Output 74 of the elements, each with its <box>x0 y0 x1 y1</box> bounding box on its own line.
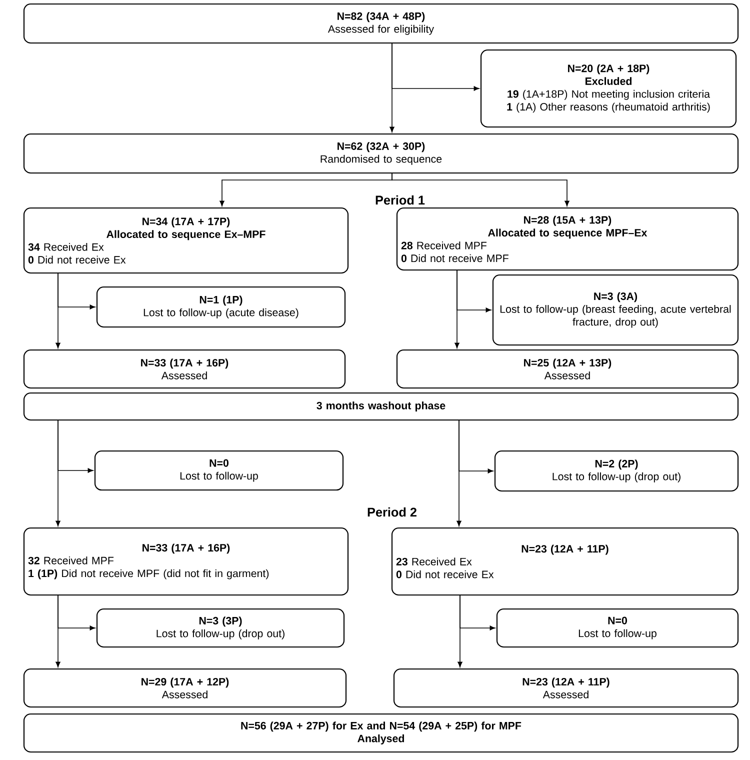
box-heading: N=2 (2P) <box>595 460 638 470</box>
arrow <box>56 595 60 668</box>
box-heading: N=1 (1P) <box>200 296 242 306</box>
box-text: Lost to follow-up (acute disease) <box>144 308 298 318</box>
flow-box <box>94 450 344 491</box>
box-heading: N=3 (3P) <box>199 616 242 627</box>
flow-box <box>23 713 739 753</box>
box-text: 1 (1A) Other reasons (rheumatoid arthritis) <box>507 102 710 113</box>
box-heading: N=33 (17A + 16P) <box>141 358 228 369</box>
box-heading: Excluded <box>586 77 632 85</box>
box-text: Assessed <box>161 371 207 380</box>
box-text: 0 Did not receive MPF <box>401 254 508 262</box>
flow-box <box>396 349 739 389</box>
arrow <box>456 420 462 526</box>
box-heading: N=29 (17A + 12P) <box>142 678 229 688</box>
flow-box <box>480 49 737 128</box>
arrow <box>458 595 462 668</box>
box-text: Lost to follow-up <box>180 472 258 482</box>
box-text: 19 (1A+18P) Not meeting inclusion criteria <box>508 90 710 100</box>
flow-box <box>494 450 739 492</box>
flow-box <box>23 349 346 389</box>
flow-box <box>23 133 739 174</box>
arrow <box>390 43 394 132</box>
box-text: Assessed <box>542 690 588 698</box>
arrow <box>392 173 570 206</box>
box-heading: N=20 (2A + 18P) <box>568 64 650 74</box>
arrow <box>56 273 60 348</box>
box-text: Lost to follow-up (drop out) <box>156 629 284 640</box>
flow-box <box>396 207 739 271</box>
box-text: Lost to follow-up (drop out) <box>552 472 680 482</box>
box-heading: N=56 (29A + 27P) for Ex and N=54 (29A + 25P) for MPF <box>241 722 522 732</box>
period-label: Period 2 <box>368 507 416 517</box>
flow-box <box>23 527 349 596</box>
flow-box <box>393 668 739 708</box>
flow-box <box>96 608 345 648</box>
box-text: 34 Received Ex <box>28 242 104 251</box>
flow-box <box>492 274 739 346</box>
box-text: 28 Received MPF <box>401 241 487 250</box>
box-heading: N=82 (34A + 48P) <box>338 12 425 22</box>
box-heading: Analysed <box>358 734 404 744</box>
box-text: Assessed <box>544 371 590 380</box>
box-heading: N=0 <box>210 459 228 467</box>
box-heading: N=25 (12A + 13P) <box>524 358 612 369</box>
box-heading: N=3 (3A) <box>594 292 638 302</box>
flow-box <box>391 527 739 596</box>
box-text: 23 Received Ex <box>396 558 472 566</box>
box-heading: N=34 (17A + 17P) <box>142 217 230 228</box>
box-heading: Allocated to sequence MPF–Ex <box>488 228 648 239</box>
box-text: Randomised to sequence <box>320 154 442 165</box>
box-heading: N=28 (15A + 13P) <box>524 216 612 226</box>
box-heading: 3 months washout phase <box>316 402 446 412</box>
flow-box <box>496 608 739 648</box>
flow-box <box>23 207 349 274</box>
box-text: 0 Did not receive Ex <box>396 570 494 578</box>
box-text: Lost to follow-up (breast feeding, acute vertebral fracture, drop out) <box>500 305 731 328</box>
box-heading: N=23 (12A + 11P) <box>522 678 610 688</box>
flow-box <box>23 668 347 708</box>
box-heading: N=0 <box>608 616 627 624</box>
flow-box <box>96 286 346 328</box>
box-heading: Allocated to sequence Ex–MPF <box>106 230 266 240</box>
box-text: Assessed <box>162 690 208 698</box>
arrow <box>56 420 60 526</box>
box-text: 0 Did not receive Ex <box>28 256 126 264</box>
box-text: Assessed for eligibility <box>328 24 434 35</box>
period-label: Period 1 <box>376 195 425 205</box>
box-heading: N=33 (17A + 16P) <box>142 544 230 554</box>
flow-box <box>23 3 739 44</box>
flow-box <box>23 392 739 421</box>
box-text: 1 (1P) Did not receive MPF (did not fit in garment) <box>28 569 269 580</box>
box-text: 32 Received MPF <box>28 556 114 564</box>
box-text: Lost to follow-up <box>578 629 656 640</box>
box-heading: N=23 (12A + 11P) <box>522 544 608 555</box>
arrow <box>454 270 460 348</box>
box-heading: N=62 (32A + 30P) <box>338 142 425 152</box>
